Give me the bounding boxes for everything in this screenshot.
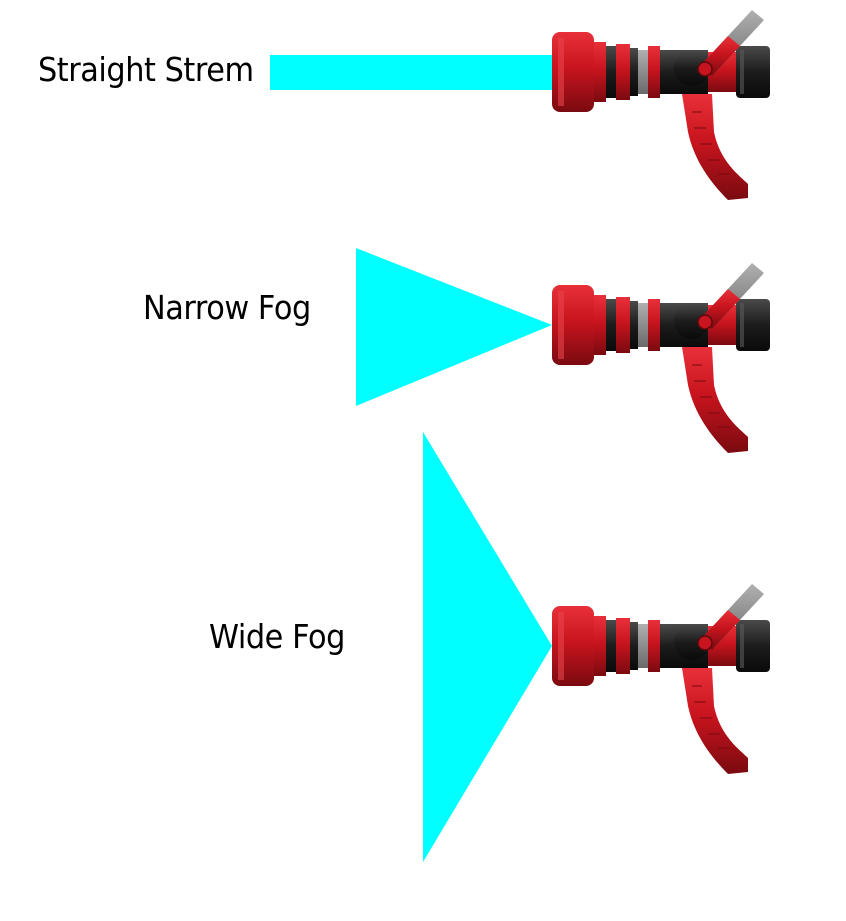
wide-fog-label: Wide Fog [209, 617, 345, 656]
nozzle-icon [551, 262, 771, 454]
straight-stream-label: Straight Strem [38, 50, 254, 89]
nozzle-icon [551, 9, 771, 201]
narrow-fog-group [356, 248, 771, 454]
wide-fog-group [423, 432, 771, 862]
narrow-fog-spray [356, 248, 552, 406]
straight-stream-spray [270, 55, 560, 90]
narrow-fog-label: Narrow Fog [143, 288, 311, 327]
wide-fog-spray [423, 432, 552, 862]
straight-stream-group [270, 9, 771, 201]
nozzle-icon [551, 583, 771, 775]
